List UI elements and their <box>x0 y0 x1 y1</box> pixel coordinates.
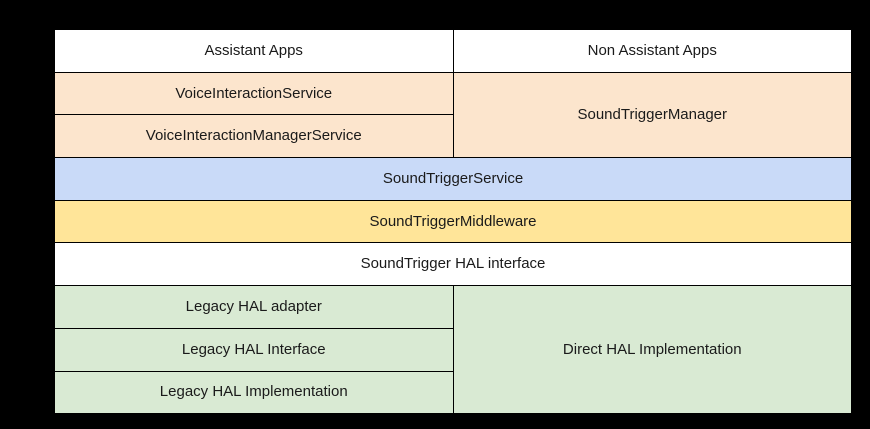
cell-sound-trigger-service: SoundTriggerService <box>53 157 853 201</box>
table-row-app-layer-2: VoiceInteractionManagerService <box>53 114 852 159</box>
table-row-framework-layer: SoundTriggerService <box>53 157 853 201</box>
cell-voice-interaction-service: VoiceInteractionService <box>53 71 454 116</box>
soundtrigger-stack-table: Assistant Apps Non Assistant Apps VoiceI… <box>53 28 853 416</box>
cell-legacy-hal-implementation: Legacy HAL Implementation <box>53 370 454 415</box>
cell-legacy-hal-adapter: Legacy HAL adapter <box>53 285 454 329</box>
table-row-interface-layer: SoundTrigger HAL interface <box>53 242 853 287</box>
cell-sound-trigger-middleware: SoundTriggerMiddleware <box>53 199 853 244</box>
table-row-hal-layer-1: Legacy HAL adapter Direct HAL Implementa… <box>53 285 853 415</box>
table-row-middleware-layer: SoundTriggerMiddleware <box>53 199 853 244</box>
cell-non-assistant-apps: Non Assistant Apps <box>452 28 853 73</box>
cell-voice-interaction-manager-service: VoiceInteractionManagerService <box>53 114 454 159</box>
table-row-app-layer-1: VoiceInteractionService SoundTriggerMana… <box>53 71 853 159</box>
cell-assistant-apps: Assistant Apps <box>53 28 454 73</box>
table-row-hal-layer-3: Legacy HAL Implementation <box>53 370 852 415</box>
table-row-headers: Assistant Apps Non Assistant Apps <box>53 28 853 73</box>
cell-sound-trigger-hal-interface: SoundTrigger HAL interface <box>53 242 853 287</box>
table-row-hal-layer-2: Legacy HAL Interface <box>53 327 852 372</box>
cell-direct-hal-implementation: Direct HAL Implementation <box>452 285 853 415</box>
cell-sound-trigger-manager: SoundTriggerManager <box>452 71 853 159</box>
cell-legacy-hal-interface: Legacy HAL Interface <box>53 327 454 372</box>
